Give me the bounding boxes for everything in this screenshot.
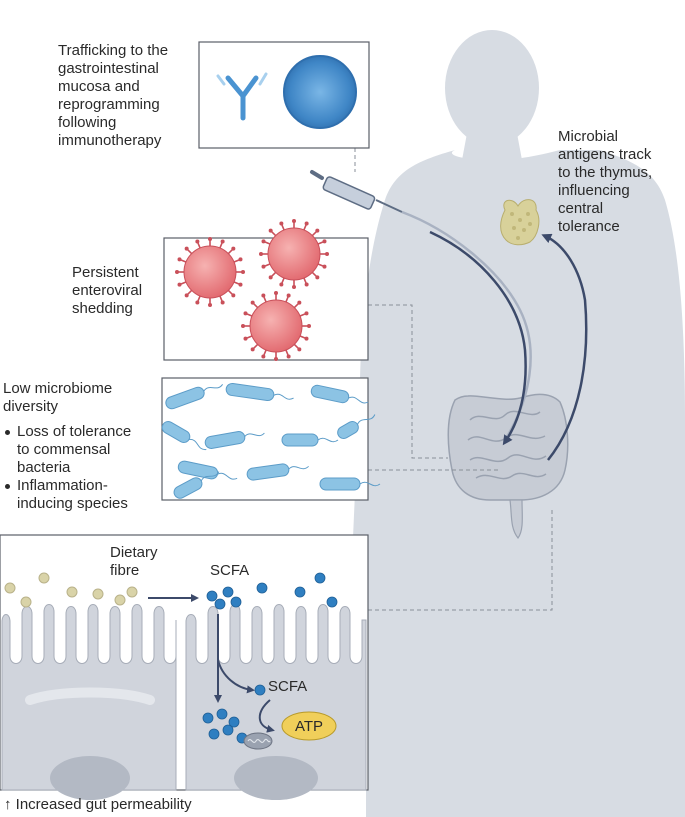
bacteria-icon	[246, 463, 309, 481]
virus-group	[175, 219, 329, 361]
atp-badge: ATP	[281, 711, 337, 741]
scfa-molecule	[222, 586, 234, 598]
bacteria-icon	[319, 477, 381, 491]
bacteria-group	[161, 382, 381, 499]
dietary-fibre-label: Dietary fibre	[110, 544, 158, 579]
thymus-icon	[500, 199, 540, 246]
scfa-molecule	[230, 596, 242, 608]
scfa-molecule	[314, 572, 326, 584]
virus-icon	[259, 219, 329, 289]
fibre-particle	[92, 588, 104, 600]
trafficking-label: Trafficking to the gastrointestinal muco…	[58, 42, 169, 149]
thymus-label: Microbial antigens track to the thymus, …	[558, 128, 653, 235]
epithelium-left	[1, 604, 177, 800]
scfa-molecule	[228, 716, 240, 728]
immune-cell-icon	[283, 55, 357, 129]
scfa-molecule	[214, 598, 226, 610]
antibody-icon-light	[216, 72, 268, 86]
scfa-molecule	[326, 596, 338, 608]
fibre-particle	[114, 594, 126, 606]
bacteria-icon	[161, 421, 207, 451]
injection-arrow	[401, 210, 532, 441]
microbiome-bullets: Loss of tolerance to commensal bacteria …	[3, 423, 131, 513]
bacteria-icon	[337, 414, 376, 439]
scfa-top-label: SCFA	[210, 562, 250, 579]
fibre-particle	[4, 582, 16, 594]
bullet-tolerance: Loss of tolerance to commensal bacteria	[3, 423, 131, 477]
scfa-molecules	[202, 572, 338, 744]
scfa-molecule	[206, 590, 218, 602]
thymus-arrow	[541, 233, 588, 461]
atp-label: ATP	[295, 718, 323, 735]
microbiome-title: Low microbiome diversity	[3, 380, 113, 415]
bacteria-icon	[204, 431, 265, 449]
scfa-mid-label: SCFA	[268, 678, 308, 695]
virus-icon	[241, 291, 311, 361]
scfa-molecule	[256, 582, 268, 594]
bacteria-icon	[165, 384, 224, 410]
scfa-molecule	[294, 586, 306, 598]
bacteria-icon	[173, 471, 220, 499]
fibre-particle	[66, 586, 78, 598]
trafficking-arrow	[429, 230, 527, 446]
fibre-particle	[126, 586, 138, 598]
scfa-molecule	[208, 728, 220, 740]
scfa-molecule	[254, 684, 266, 696]
bacteria-icon	[310, 384, 369, 404]
scfa-molecule	[216, 708, 228, 720]
gut-epithelium-panel: ATP	[0, 534, 369, 800]
enteroviral-label: Persistent enteroviral shedding	[72, 264, 143, 317]
bacteria-icon	[225, 382, 294, 402]
mitochondrion-icon	[243, 732, 273, 750]
scfa-molecule	[202, 712, 214, 724]
dietary-fibre-particles	[4, 572, 138, 608]
scfa-branch-arrow	[217, 659, 255, 694]
permeability-caption: ↑ Increased gut permeability	[4, 796, 192, 813]
epithelium-right	[185, 604, 367, 800]
virus-icon	[175, 237, 245, 307]
scfa-molecule	[222, 724, 234, 736]
antibody-icon	[225, 75, 259, 121]
syringe-icon	[310, 170, 403, 213]
dashed-connectors	[354, 148, 553, 611]
bullet-inflammation: Inflammation- inducing species	[3, 477, 131, 513]
fibre-particle	[38, 572, 50, 584]
scfa-to-atp-arrow	[258, 699, 275, 733]
fibre-particle	[20, 596, 32, 608]
bacteria-icon	[281, 433, 339, 447]
